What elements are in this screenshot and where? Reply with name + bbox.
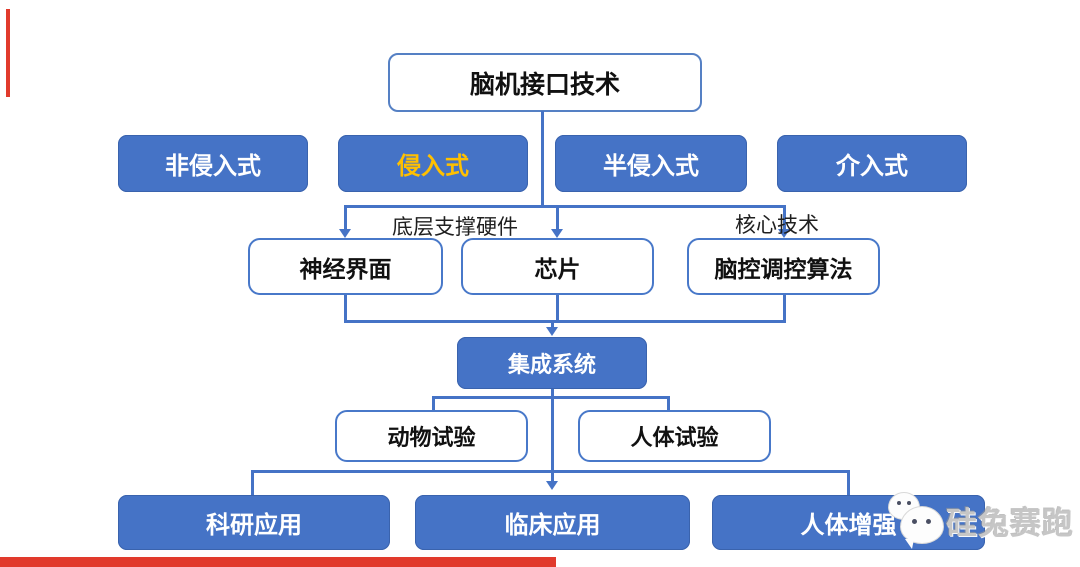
connector-drop-integration bbox=[551, 320, 554, 329]
node-brain-control-algorithm-label: 脑控调控算法 bbox=[714, 255, 853, 282]
connector-root-riser bbox=[541, 111, 544, 207]
node-noninvasive-label: 非侵入式 bbox=[165, 153, 261, 180]
node-human-trial: 人体试验 bbox=[578, 410, 771, 462]
node-root-label: 脑机接口技术 bbox=[469, 70, 620, 99]
connector-rise-neural bbox=[344, 295, 347, 323]
connector-bracket-integration bbox=[344, 320, 786, 323]
arrowhead-integration bbox=[546, 327, 558, 336]
arrowhead-algorithm bbox=[778, 229, 790, 238]
node-neural-interface-label: 神经界面 bbox=[299, 255, 392, 282]
red-accent-left bbox=[6, 9, 10, 97]
node-human-trial-label: 人体试验 bbox=[630, 425, 719, 450]
connector-drop-animal bbox=[432, 396, 435, 412]
node-chip-label: 芯片 bbox=[534, 255, 581, 282]
node-interventional: 介入式 bbox=[777, 135, 967, 192]
connector-rise-algorithm bbox=[783, 295, 786, 323]
connector-drop-algorithm bbox=[783, 205, 786, 231]
node-brain-control-algorithm: 脑控调控算法 bbox=[687, 238, 880, 295]
wechat-icon bbox=[884, 490, 946, 550]
node-clinical-application: 临床应用 bbox=[415, 495, 690, 550]
node-noninvasive: 非侵入式 bbox=[118, 135, 308, 192]
node-chip: 芯片 bbox=[461, 238, 654, 295]
node-root: 脑机接口技术 bbox=[388, 53, 702, 112]
arrowhead-clinical bbox=[546, 481, 558, 490]
connector-spine bbox=[551, 389, 554, 483]
node-invasive-label: 侵入式 bbox=[397, 153, 469, 180]
node-human-enhancement-label: 人体增强 bbox=[800, 512, 897, 539]
node-integrated-system-label: 集成系统 bbox=[507, 352, 596, 377]
wechat-bubble-large bbox=[900, 506, 944, 549]
node-integrated-system: 集成系统 bbox=[457, 337, 647, 389]
connector-drop-neural bbox=[344, 205, 347, 231]
watermark: 硅兔赛跑 bbox=[884, 487, 1074, 553]
red-accent-bottom bbox=[0, 557, 556, 567]
connector-rise-chip bbox=[556, 295, 559, 323]
label-hardware: 底层支撑硬件 bbox=[392, 216, 518, 239]
node-neural-interface: 神经界面 bbox=[248, 238, 443, 295]
node-interventional-label: 介入式 bbox=[836, 153, 908, 180]
node-semi-invasive: 半侵入式 bbox=[555, 135, 747, 192]
connector-drop-research bbox=[251, 470, 254, 495]
watermark-text: 硅兔赛跑 bbox=[946, 505, 1074, 541]
node-invasive: 侵入式 bbox=[338, 135, 528, 192]
node-semi-invasive-label: 半侵入式 bbox=[603, 153, 699, 180]
node-research-application-label: 科研应用 bbox=[206, 512, 302, 539]
connector-bracket-applications bbox=[251, 470, 850, 473]
arrowhead-neural bbox=[339, 229, 351, 238]
node-research-application: 科研应用 bbox=[118, 495, 390, 550]
node-animal-trial: 动物试验 bbox=[335, 410, 528, 462]
connector-drop-human-trial bbox=[667, 396, 670, 412]
node-clinical-application-label: 临床应用 bbox=[504, 512, 601, 539]
connector-bracket-components bbox=[344, 205, 786, 208]
connector-drop-chip bbox=[556, 205, 559, 231]
arrowhead-chip bbox=[551, 229, 563, 238]
connector-branch-trials bbox=[432, 396, 670, 399]
label-core-tech: 核心技术 bbox=[735, 214, 819, 237]
connector-drop-enhancement bbox=[847, 470, 850, 495]
node-animal-trial-label: 动物试验 bbox=[387, 425, 476, 450]
